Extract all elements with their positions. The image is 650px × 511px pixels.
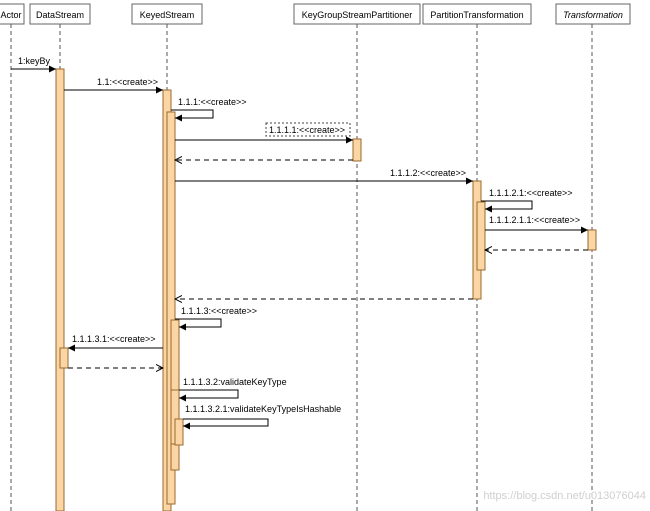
message-arrow xyxy=(171,109,214,122)
participant-transformation[interactable]: Transformation xyxy=(555,3,631,25)
activation-partitioner xyxy=(352,138,362,162)
participant-datastream[interactable]: DataStream xyxy=(29,3,91,25)
message-label: 1.1.1.3.2:validateKeyType xyxy=(183,377,287,387)
participant-label: Actor xyxy=(0,10,21,20)
participant-headers: Actor DataStream KeyedStream KeyGroupStr… xyxy=(0,3,631,25)
activation-partitiontransformation-inner xyxy=(476,201,486,271)
participant-label: KeyedStream xyxy=(140,10,195,20)
activation-keyedstream-inner xyxy=(166,111,176,505)
lifelines xyxy=(10,24,593,511)
participant-label: PartitionTransformation xyxy=(430,10,523,20)
message-label: 1.1.1:<<create>> xyxy=(178,97,247,107)
messages xyxy=(11,65,588,430)
participant-label: KeyGroupStreamPartitioner xyxy=(302,10,413,20)
participant-label: Transformation xyxy=(563,10,623,20)
message-label: 1.1.1.2.1:<<create>> xyxy=(489,188,573,198)
message-label: 1.1.1.3.2.1:validateKeyTypeIsHashable xyxy=(185,404,341,414)
message-arrow xyxy=(179,389,239,402)
participant-keyedstream[interactable]: KeyedStream xyxy=(131,3,203,25)
message-label-box xyxy=(265,122,351,137)
message-labels: 1:keyBy 1.1:<<create>> 1.1.1:<<create>> … xyxy=(18,56,580,414)
participant-label: DataStream xyxy=(36,10,84,20)
participant-partitioner[interactable]: KeyGroupStreamPartitioner xyxy=(293,3,421,25)
message-arrow xyxy=(481,200,533,213)
message-label: 1.1:<<create>> xyxy=(97,77,158,87)
message-arrow xyxy=(175,318,222,331)
activation-transformation xyxy=(587,229,597,251)
message-label: 1.1.1.1:<<create>> xyxy=(269,125,345,135)
watermark-text: https://blog.csdn.net/u013076044 xyxy=(483,490,646,502)
message-label: 1:keyBy xyxy=(18,56,51,66)
participant-partitiontransformation[interactable]: PartitionTransformation xyxy=(422,3,532,25)
activation-datastream xyxy=(55,68,65,511)
activation-datastream-2 xyxy=(59,347,69,369)
message-label: 1.1.1.3.1:<<create>> xyxy=(72,334,156,344)
message-label: 1.1.1.2.1.1:<<create>> xyxy=(489,215,580,225)
participant-actor[interactable]: Actor xyxy=(0,3,25,25)
message-label: 1.1.1.3:<<create>> xyxy=(181,306,257,316)
activations xyxy=(55,68,597,511)
message-arrow xyxy=(183,418,269,430)
activation-keyedstream-321 xyxy=(174,418,184,446)
message-label: 1.1.1.2:<<create>> xyxy=(390,168,466,178)
